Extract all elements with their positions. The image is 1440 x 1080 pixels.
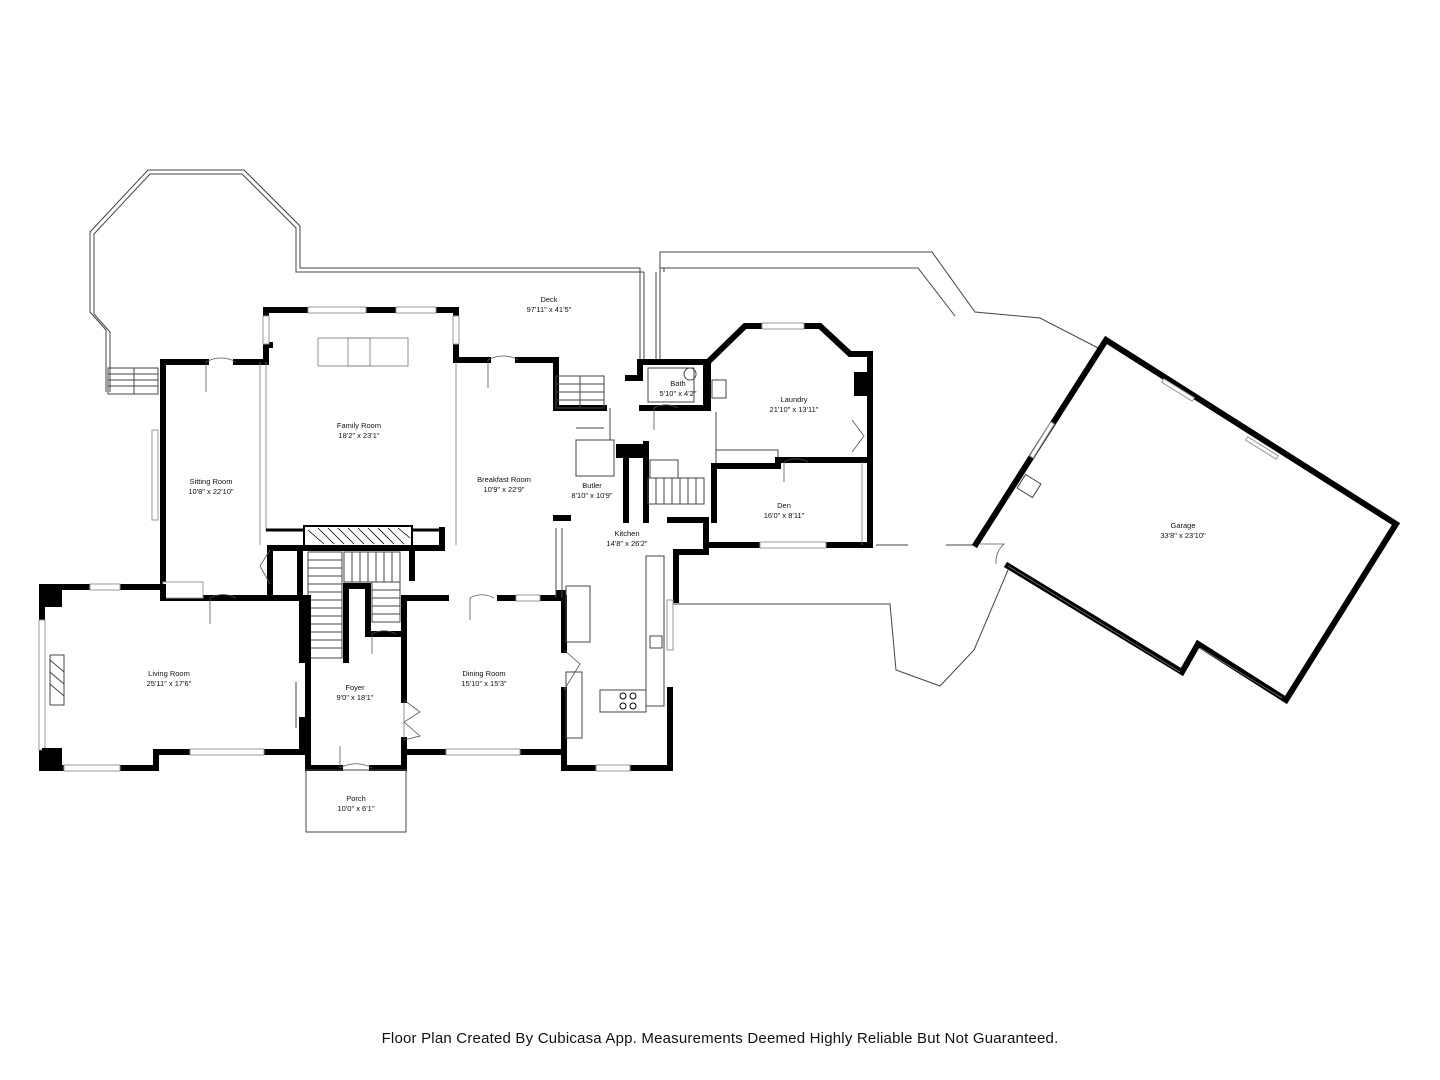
garage-walls — [971, 335, 1401, 705]
kitchen-dims: 14'8" x 26'2" — [606, 539, 647, 548]
deck-label: Deck — [540, 295, 557, 304]
stair-hall — [267, 527, 445, 663]
living-room-label: Living Room — [148, 669, 190, 678]
breakfast-room-dims: 10'9" x 22'9" — [483, 485, 524, 494]
bath-walls — [647, 367, 727, 403]
family-room-dims: 18'2" x 23'1" — [338, 431, 379, 440]
breakfast-room-label: Breakfast Room — [477, 475, 531, 484]
bath-label: Bath — [670, 379, 685, 388]
sitting-room-label: Sitting Room — [190, 477, 233, 486]
room-labels: Deck 97'11" x 41'5" Family Room 18'2" x … — [147, 295, 1206, 813]
deck-outline — [89, 169, 1103, 392]
garage-label: Garage — [1170, 521, 1195, 530]
butler-label: Butler — [582, 481, 602, 490]
family-room-walls — [262, 306, 559, 547]
den-label: Den — [777, 501, 791, 510]
family-room-label: Family Room — [337, 421, 381, 430]
butler-dims: 8'10" x 10'9" — [571, 491, 612, 500]
door-swings — [205, 355, 1006, 769]
living-room-walls — [38, 583, 305, 772]
porch-dims: 10'0" x 6'1" — [338, 804, 375, 813]
deck-dims: 97'11" x 41'5" — [527, 305, 572, 314]
laundry-walls — [703, 322, 873, 469]
breakfast-room-walls — [553, 357, 607, 598]
sitting-room-walls — [151, 342, 305, 601]
bath-dims: 5'10" x 4'2" — [660, 389, 697, 398]
porch-outline — [305, 769, 407, 833]
foyer-label: Foyer — [345, 683, 365, 692]
kitchen-walls — [561, 517, 709, 772]
laundry-label: Laundry — [780, 395, 807, 404]
foyer-dims: 9'0" x 18'1" — [337, 693, 374, 702]
kitchen-label: Kitchen — [614, 529, 639, 538]
den-dims: 16'0" x 8'11" — [764, 511, 805, 520]
porch-label: Porch — [346, 794, 366, 803]
den-walls — [703, 417, 873, 555]
laundry-dims: 21'10" x 13'11" — [770, 405, 819, 414]
footer-disclaimer: Floor Plan Created By Cubicasa App. Meas… — [381, 1030, 1059, 1047]
sitting-room-dims: 10'8" x 22'10" — [188, 487, 234, 496]
garage-dims: 33'8" x 23'10" — [1160, 531, 1206, 540]
dining-room-dims: 15'10" x 15'3" — [461, 679, 507, 688]
dining-room-label: Dining Room — [462, 669, 505, 678]
outdoor-lines — [672, 544, 1009, 687]
deck-stairs — [107, 367, 159, 395]
dining-room-walls — [401, 590, 567, 756]
living-room-dims: 25'11" x 17'6" — [147, 679, 192, 688]
